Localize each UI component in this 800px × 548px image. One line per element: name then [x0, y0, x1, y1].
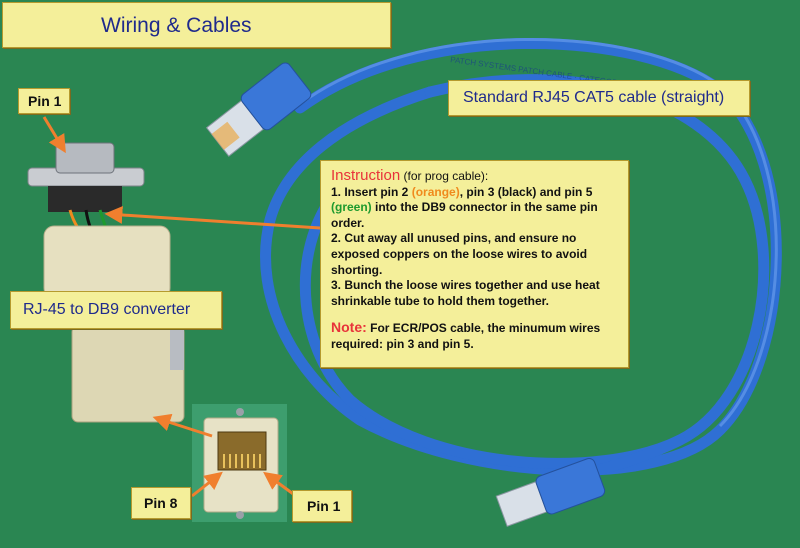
- label-converter: RJ-45 to DB9 converter: [10, 291, 222, 329]
- label-pin8: Pin 8: [131, 487, 191, 519]
- page-title: Wiring & Cables: [2, 2, 391, 48]
- instruction-heading: Instruction: [331, 167, 401, 184]
- arrow-instruction-wires: [104, 205, 321, 230]
- note-heading: Note:: [331, 319, 367, 336]
- instruction-step-2: 2. Cut away all unused pins, and ensure …: [331, 231, 588, 277]
- db9-connector: [27, 142, 145, 212]
- note-text: For ECR/POS cable, the minumum wires req…: [331, 321, 601, 351]
- rj45-plug-top: [205, 62, 312, 157]
- label-pin1-top: Pin 1: [18, 88, 70, 114]
- label-pin1-bottom: Pin 1: [292, 490, 352, 522]
- step1-text-c: into the DB9 connector in the same pin o…: [331, 200, 598, 230]
- label-rj45-cable: Standard RJ45 CAT5 cable (straight): [448, 80, 750, 116]
- step1-orange: (orange): [411, 184, 460, 199]
- arrow-pin8: [191, 471, 223, 498]
- arrow-pin1-bottom: [263, 471, 297, 498]
- step1-text-b: , pin 3 (black) and pin 5: [459, 184, 593, 199]
- callout-arrows: [42, 116, 321, 498]
- arrow-converter-jack: [152, 413, 213, 438]
- step1-text-a: 1. Insert pin 2: [331, 184, 412, 199]
- cable-outer-loop: [260, 38, 782, 476]
- instruction-note: Note: For ECR/POS cable, the minumum wir…: [331, 320, 620, 352]
- instruction-heading-note: (for prog cable):: [400, 169, 489, 183]
- instruction-box: Instruction (for prog cable): 1. Insert …: [320, 160, 629, 368]
- instruction-heading-line: Instruction (for prog cable):: [331, 168, 620, 185]
- instruction-step-1: 1. Insert pin 2 (orange), pin 3 (black) …: [331, 185, 620, 232]
- step1-green: (green): [331, 200, 372, 215]
- rj45-jack-inset: [192, 404, 287, 522]
- arrow-pin1-top: [42, 116, 66, 154]
- rj45-plug-bottom: [495, 458, 606, 527]
- instruction-step-3: 3. Bunch the loose wires together and us…: [331, 278, 600, 308]
